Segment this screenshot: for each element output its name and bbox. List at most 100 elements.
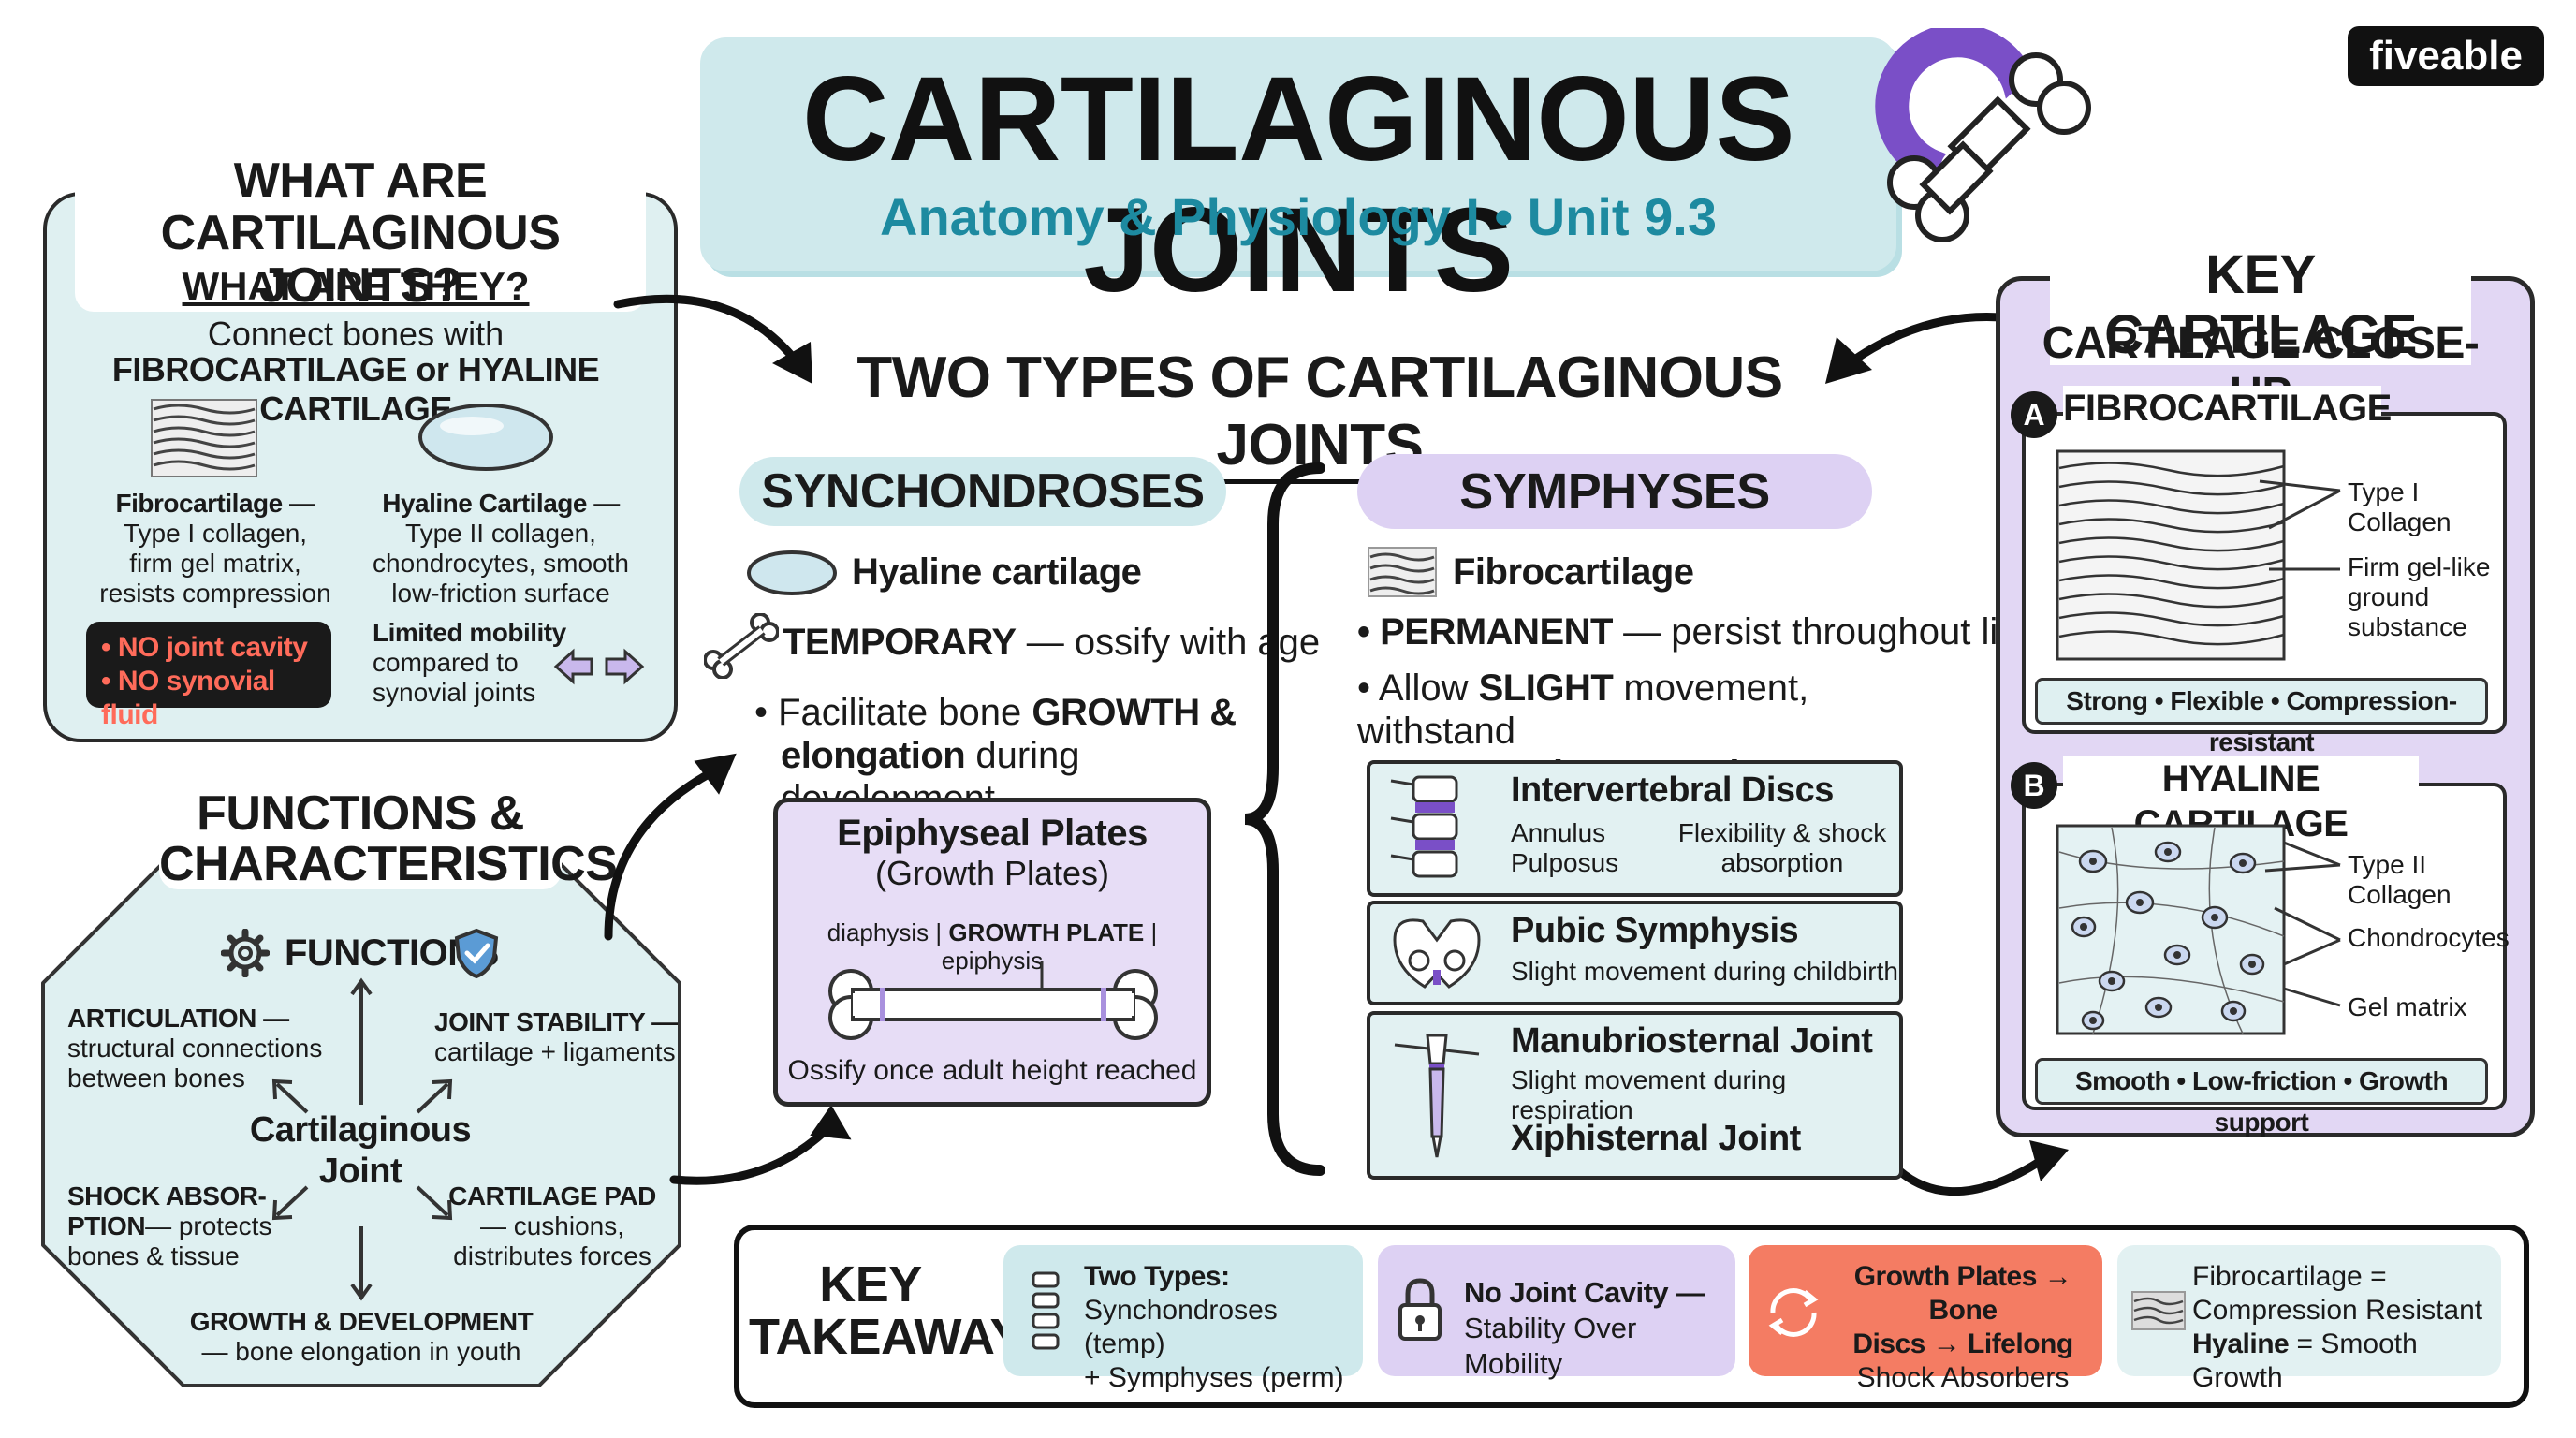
intervertebral-card: Intervertebral Discs Annulus Pulposus Fl… [1367,760,1903,897]
takeaways-title2: TAKEAWAYS [749,1309,1057,1365]
shock-title2: PTION [67,1211,146,1240]
diaphysis-label: diaphysis [827,918,929,946]
pad-text1: — cushions, [479,1211,625,1240]
growth-title: GROWTH & DEVELOPMENT [189,1307,534,1336]
two-types-title: TWO TYPES OF CARTILAGINOUS JOINTS [824,345,1816,484]
fibro-gel1: Firm gel-like [2348,552,2491,581]
epi-sub: (Growth Plates) [874,854,1110,892]
xiph-title: Xiphisternal Joint [1511,1119,1801,1158]
fibro-gel3: substance [2348,612,2467,641]
ossify-note: Ossify once adult height reached [787,1055,1197,1086]
stability-item: JOINT STABILITY — cartilage + ligaments [434,1007,678,1067]
hyaline-disc-icon [418,404,553,471]
synch-cartilage: Hyaline cartilage [852,551,1142,593]
epi-labels: diaphysis | GROWTH PLATE | epiphysis [827,918,1158,975]
growth-plate-label: GROWTH PLATE [948,918,1145,946]
pad-title: CARTILAGE PAD [448,1181,656,1211]
bone-joint-icon [1875,28,2091,242]
fibro-mini-icon [2131,1291,2186,1330]
disc-flex1: Flexibility & shock [1677,818,1887,847]
growth-text: — bone elongation in youth [201,1337,521,1366]
gear-icon [221,929,270,977]
functions-label-row: FUNCTIONS [221,927,520,979]
double-arrow-icon [553,648,645,685]
functions-center1: Cartilaginous [249,1110,472,1150]
fibro-small-icon [1368,547,1437,597]
takeaways-title: KEY TAKEAWAYS [749,1258,1057,1365]
pad-text2: distributes forces [453,1241,651,1270]
disc-annulus-text: Annulus [1511,818,1606,847]
what-are-subtitle: WHAT ARE THEY? [182,264,530,308]
symph-perm: • PERMANENT — persist throughout life [1357,610,2029,653]
disc-flex2: absorption [1720,848,1844,877]
disc-pulposus-text: Pulposus [1511,848,1619,877]
hyaline-closeup-card: B HYALINE CARTILAGE Type II Collag [2011,756,2510,1137]
symph-perm-bold: • PERMANENT [1357,611,1613,653]
refresh-bone-icon [1768,1288,1819,1337]
synch-growth2a: elongation [781,735,966,776]
fibro-text3: resists compression [99,579,331,608]
symph-cartilage: Fibrocartilage [1453,551,1694,593]
fibro-text2: firm gel matrix, [129,549,301,578]
articulation-title: ARTICULATION — [67,1004,289,1033]
takeaway-two-types: Two Types: Synchondroses (temp) + Symphy… [1003,1245,1363,1393]
fibro-closeup-card: A FIBROCARTILAGE Type I Collagen Firm ge… [2011,386,2507,756]
hyaline-small-icon [747,550,837,595]
pubic-card: Pubic Symphysis Slight movement during c… [1367,901,1903,1005]
hyaline-micrograph [2056,824,2286,1035]
tk1-text: Two Types: Synchondroses (temp) + Symphy… [1084,1260,1365,1395]
synch-header: SYNCHONDROSES [739,457,1226,526]
functions-title2: CHARACTERISTICS [159,837,618,891]
symph-move1a: • Allow [1357,668,1479,709]
fibro-closeup-title: FIBROCARTILAGE [2063,386,2392,431]
hyaline-label-chondrocytes: Chondrocytes [2348,923,2510,952]
manubriosternal-card: Manubriosternal Joint Slight movement du… [1367,1011,1903,1180]
shock-item: SHOCK ABSOR- PTION— protects bones & tis… [67,1181,311,1271]
synch-growth1b: GROWTH & [1032,692,1237,733]
stability-title: JOINT STABILITY — [434,1007,678,1036]
manu-title: Manubriosternal Joint [1511,1021,1873,1061]
takeaway-no-cavity: No Joint Cavity — Stability Over Mobilit… [1378,1245,1735,1380]
page-subtitle: Anatomy & Physiology I • Unit 9.3 [880,187,1717,246]
hyaline-text2: chondrocytes, smooth [373,549,629,578]
manu-text: Slight movement during respiration [1511,1065,1787,1124]
what-are-title: WHAT ARE CARTILAGINOUS JOINTS? [75,154,646,312]
shock-text2: bones & tissue [67,1241,240,1270]
tk3-line2: Discs → Lifelong [1852,1328,2073,1359]
functions-title1: FUNCTIONS & [197,786,524,841]
tk4-line1: Fibrocartilage = [2192,1261,2387,1292]
synch-temp: TEMPORARY — ossify with age [783,621,1320,664]
shock-text1: — protects [145,1211,272,1240]
tk3-line1: Growth Plates → Bone [1853,1261,2072,1326]
fibro-gel2: ground [2348,582,2430,611]
articulation-text1: structural connections [67,1034,323,1063]
epiphyseal-card: Epiphyseal Plates (Growth Plates) diaphy… [773,798,1211,1107]
mobility-line3: synovial joints [373,678,536,707]
disc-title: Intervertebral Discs [1511,770,1834,810]
curly-brace [1245,462,1325,1176]
pubic-text: Slight movement during childbirth [1511,957,1898,986]
fibro-footer: Strong • Flexible • Compression-resistan… [2035,678,2488,756]
symph-perm-rest: — persist throughout life [1612,611,2029,653]
key-cartilage-title: KEY CARTILAGE [2050,245,2471,365]
symph-move1c: movement, withstand [1357,668,1809,752]
tk2-line2: Stability Over Mobility [1464,1312,1637,1380]
no-cavity-text: • NO joint cavity [101,632,308,663]
pad-item: CARTILAGE PAD — cushions, distributes fo… [440,1181,665,1271]
tk4-line2: Compression Resistant [2192,1295,2483,1326]
pelvis-icon [1393,918,1481,989]
hyaline-label-collagen: Type II Collagen [2348,850,2452,909]
articulation-item: ARTICULATION — structural connections be… [67,1004,348,1093]
no-fluid-text: • NO synovial fluid [101,666,275,730]
what-are-desc2: FIBROCARTILAGE or HYALINE CARTILAGE [111,350,600,428]
epiphysis-label: epiphysis [941,946,1044,975]
tk2-text: No Joint Cavity — Stability Over Mobilit… [1464,1275,1735,1382]
tk3-line3: Shock Absorbers [1856,1362,2070,1393]
hyaline-footer: Smooth • Low-friction • Growth support [2035,1058,2488,1137]
tk1-line2: Synchondroses (temp) [1084,1295,1278,1359]
synch-growth: • Facilitate bone GROWTH & elongation du… [754,691,1241,820]
tk4-line3b: = Smooth Growth [2192,1328,2418,1393]
shock-title1: SHOCK ABSOR- [67,1181,267,1211]
fibro-desc: Fibrocartilage — Type I collagen, firm g… [75,489,356,609]
tk4-line3a: Hyaline [2192,1328,2290,1359]
